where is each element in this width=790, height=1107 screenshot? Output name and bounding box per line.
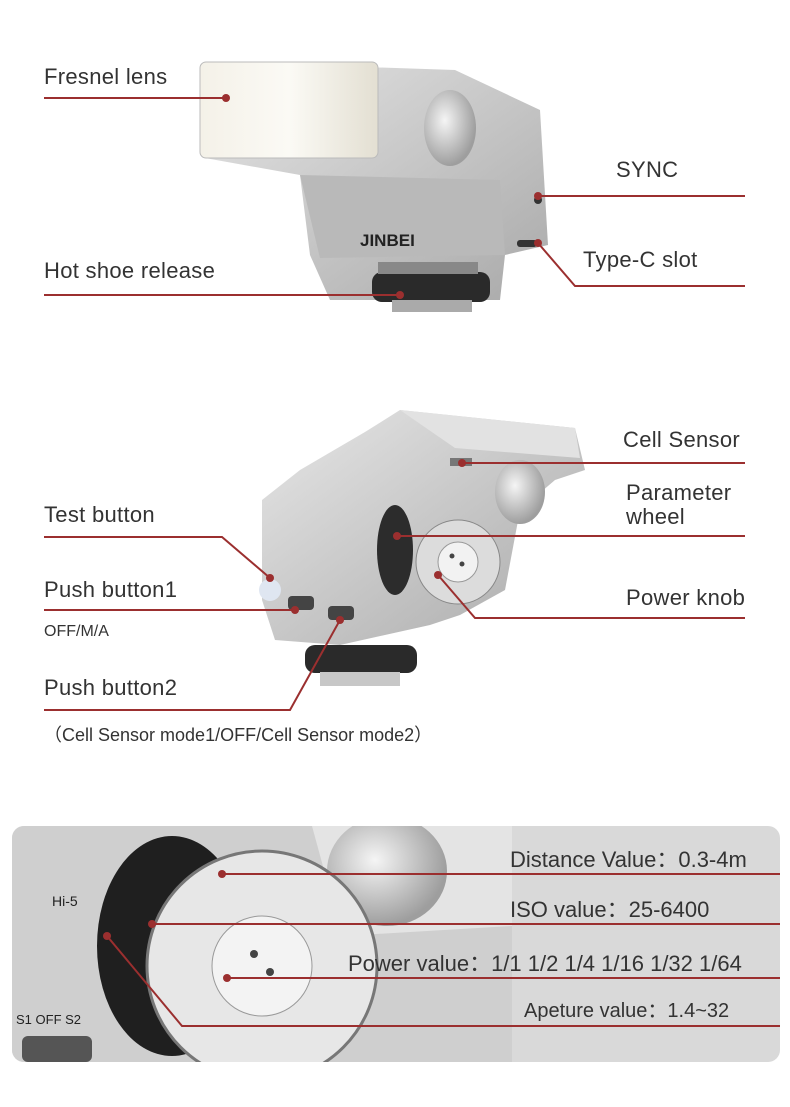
label-cell-sensor: Cell Sensor — [623, 427, 741, 452]
label-test-button: Test button — [44, 502, 155, 527]
label-iso-value: ISO value：25-6400 — [510, 897, 710, 922]
leader-lines-top — [44, 97, 745, 296]
label-push-button1: Push button1 — [44, 577, 178, 602]
svg-text:S1 OFF S2: S1 OFF S2 — [16, 1012, 81, 1027]
label-power-knob: Power knob — [626, 585, 746, 610]
label-type-c-slot: Type-C slot — [583, 247, 698, 272]
label-wheel: wheel — [626, 504, 685, 529]
leader-lines-middle — [44, 462, 745, 711]
label-aperture-value: Apeture value：1.4~32 — [524, 1000, 730, 1022]
label-distance-value: Distance Value：0.3-4m — [510, 847, 747, 872]
label-sync: SYNC — [616, 157, 679, 182]
label-push-button2: Push button2 — [44, 675, 178, 700]
svg-text:Hi-5: Hi-5 — [52, 893, 78, 909]
dial-closeup-panel: Hi-5 S1 OFF S2 Distance Value：0.3-4m ISO… — [12, 826, 780, 1062]
flash-back-view — [259, 410, 585, 686]
label-fresnel-lens: Fresnel lens — [44, 64, 168, 89]
label-hot-shoe-release: Hot shoe release — [44, 258, 216, 283]
flash-front-view: JINBEI — [199, 61, 548, 312]
label-push-button2-sub: （Cell Sensor mode1/OFF/Cell Sensor mode2… — [44, 725, 433, 745]
label-parameter: Parameter — [626, 480, 732, 505]
label-power-value: Power value：1/1 1/2 1/4 1/16 1/32 1/64 — [348, 951, 742, 976]
label-push-button1-sub: OFF/M/A — [44, 623, 109, 640]
svg-text:JINBEI: JINBEI — [360, 231, 415, 250]
